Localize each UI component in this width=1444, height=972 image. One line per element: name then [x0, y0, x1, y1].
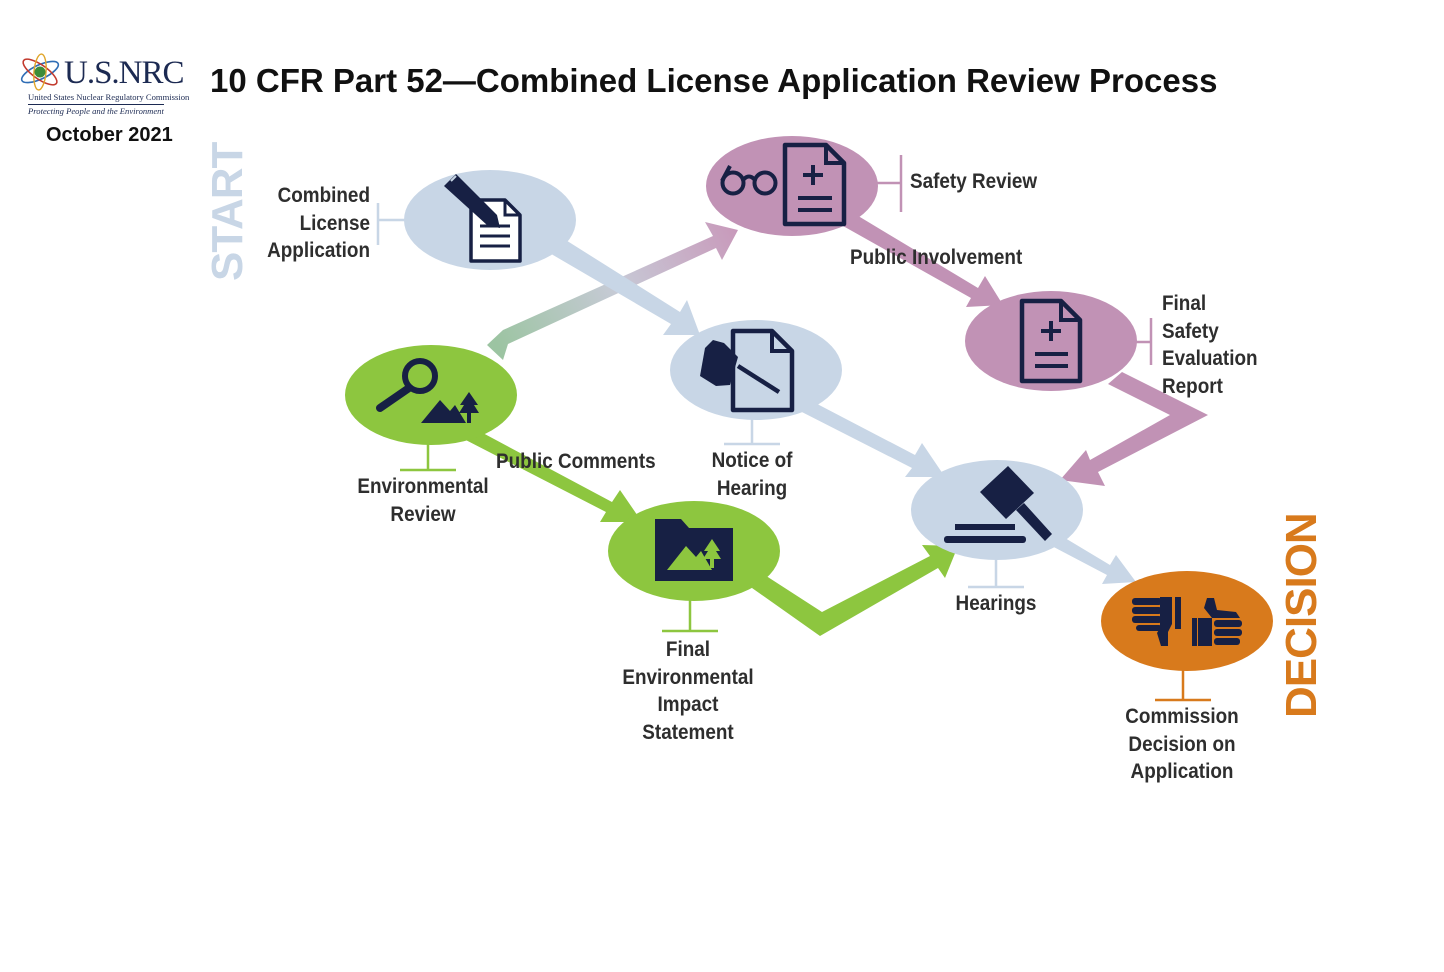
gavel-icon: [944, 466, 1052, 543]
arrow-env-to-feis: [458, 424, 642, 522]
bracket-decision: [1155, 670, 1211, 702]
label-line: Application: [267, 239, 370, 262]
page-title: 10 CFR Part 52—Combined License Applicat…: [210, 62, 1218, 99]
label-commission-decision: Commission Decision on Application: [1083, 703, 1281, 786]
bracket-fser: [1135, 318, 1153, 365]
bracket-safety: [876, 155, 903, 212]
arrow-env-to-safety: [487, 222, 738, 360]
magnifying-glass-icon: [376, 358, 438, 412]
thumbs-up-icon: [1192, 598, 1242, 646]
label-line: Report: [1162, 374, 1223, 398]
label-line: Impact: [657, 693, 719, 716]
node-safety-review: [706, 136, 878, 236]
label-line: Application: [1130, 760, 1234, 783]
node-hearings: [911, 460, 1083, 560]
label-line: Notice of: [711, 449, 793, 472]
label-final-safety-evaluation-report: Final Safety Evaluation Report: [1162, 290, 1288, 400]
label-line: Final: [665, 638, 711, 661]
glasses-icon: [720, 165, 778, 196]
logo-text: U.S.NRC: [64, 55, 185, 91]
label-notice-of-hearing: Notice of Hearing: [653, 447, 851, 502]
label-line: License: [299, 211, 370, 235]
label-public-comments: Public Comments: [496, 450, 656, 473]
thumbs-down-icon: [1132, 597, 1181, 646]
label-line: Final: [1162, 292, 1207, 315]
bracket-cla: [376, 203, 405, 245]
bracket-notice: [724, 418, 780, 446]
label-safety-review: Safety Review: [910, 168, 1090, 196]
arrow-safety-to-fser: [836, 208, 1003, 307]
bracket-feis: [662, 600, 718, 633]
label-line: Combined: [277, 184, 370, 207]
label-line: Hearing: [716, 476, 788, 500]
node-environmental-review: [345, 345, 517, 445]
label-line: Safety: [1162, 319, 1219, 343]
signing-document-icon: [444, 174, 522, 263]
medical-document-icon: [782, 142, 847, 227]
node-commission-decision: [1101, 571, 1273, 671]
arrow-feis-to-hearings: [752, 545, 958, 636]
nrc-logo: U.S.NRC United States Nuclear Regulatory…: [18, 50, 196, 122]
label-environmental-review: Environmental Review: [324, 473, 522, 528]
atom-icon: [20, 53, 60, 91]
label-brackets: [376, 155, 1211, 702]
report-document-icon: [1019, 298, 1083, 384]
node-notice-of-hearing: [670, 320, 842, 420]
decision-marker: DECISION: [1277, 513, 1326, 718]
label-line: Commission: [1125, 705, 1239, 728]
label-line: Decision on: [1128, 732, 1236, 756]
label-combined-license-application: Combined License Application: [217, 182, 370, 265]
label-final-eis: Final Environmental Impact Statement: [589, 636, 787, 746]
node-final-eis: [608, 501, 780, 601]
arrow-hearings-to-decision: [1048, 532, 1136, 584]
label-hearings: Hearings: [897, 590, 1095, 618]
label-line: Environmental: [622, 665, 754, 689]
logo-subtitle: United States Nuclear Regulatory Commiss…: [28, 92, 190, 102]
bracket-hearings: [968, 558, 1024, 589]
arrow-fser-to-hearings: [1060, 372, 1208, 486]
arrow-notice-to-hearings: [794, 395, 945, 477]
logo-tagline: Protecting People and the Environment: [28, 104, 164, 116]
flow-arrows: [458, 208, 1208, 636]
label-line: Environmental: [357, 475, 489, 498]
node-combined-license-application: [404, 170, 576, 270]
notice-document-icon: [700, 328, 795, 413]
label-line: Hearings: [955, 592, 1037, 615]
document-date: October 2021: [46, 124, 173, 146]
arrow-cla-to-notice: [541, 232, 700, 335]
landscape-icon: [421, 392, 479, 423]
label-public-involvement: Public Involvement: [850, 246, 1023, 269]
folder-landscape-icon: [655, 519, 733, 581]
label-line: Evaluation: [1162, 347, 1258, 370]
label-line: Statement: [642, 720, 734, 744]
node-final-safety-evaluation-report: [965, 291, 1137, 391]
label-line: Safety Review: [910, 170, 1038, 193]
label-line: Review: [390, 502, 456, 526]
